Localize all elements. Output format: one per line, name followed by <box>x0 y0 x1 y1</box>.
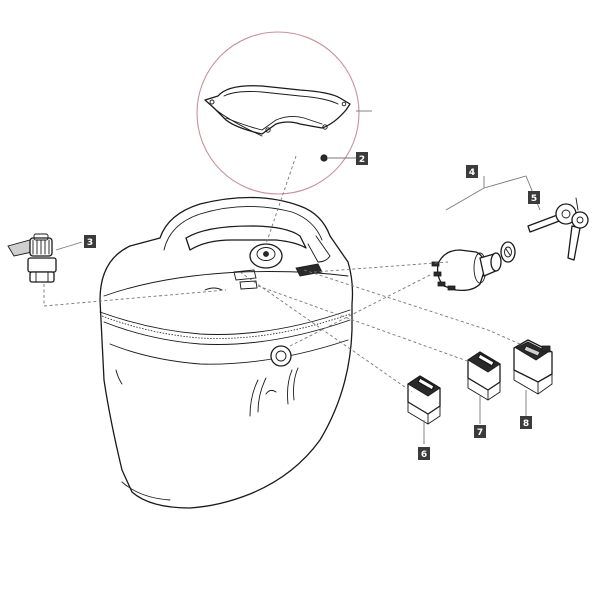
gauge-cover-part <box>204 85 351 137</box>
callout-5-label: 5 <box>531 194 537 204</box>
detail-view <box>196 31 372 195</box>
callout-7: 7 <box>474 425 486 438</box>
callout-4-label: 4 <box>469 168 475 178</box>
ignition-switch-part <box>431 241 516 292</box>
nut-part <box>320 154 356 162</box>
rocker-switch-6-part <box>407 375 441 425</box>
rocker-switch-7-part <box>467 351 501 401</box>
dashboard-housing <box>99 196 354 509</box>
callout-6-label: 6 <box>421 450 427 460</box>
lever-switch-part <box>7 233 57 283</box>
callout-4: 4 <box>466 165 478 178</box>
keys-part <box>527 197 589 261</box>
callout-8-label: 8 <box>523 419 529 429</box>
detail-circle <box>196 31 360 195</box>
callout-7-label: 7 <box>477 428 483 438</box>
callout-3-label: 3 <box>87 238 93 248</box>
assembly-lines <box>43 155 521 393</box>
callout-2-label: 2 <box>359 155 365 165</box>
callout-6: 6 <box>418 447 430 460</box>
callout-8: 8 <box>520 416 532 429</box>
callout-5: 5 <box>528 191 540 204</box>
callout-2: 2 <box>356 152 368 165</box>
rocker-switch-8-part <box>513 339 553 395</box>
callout-3: 3 <box>84 235 96 248</box>
